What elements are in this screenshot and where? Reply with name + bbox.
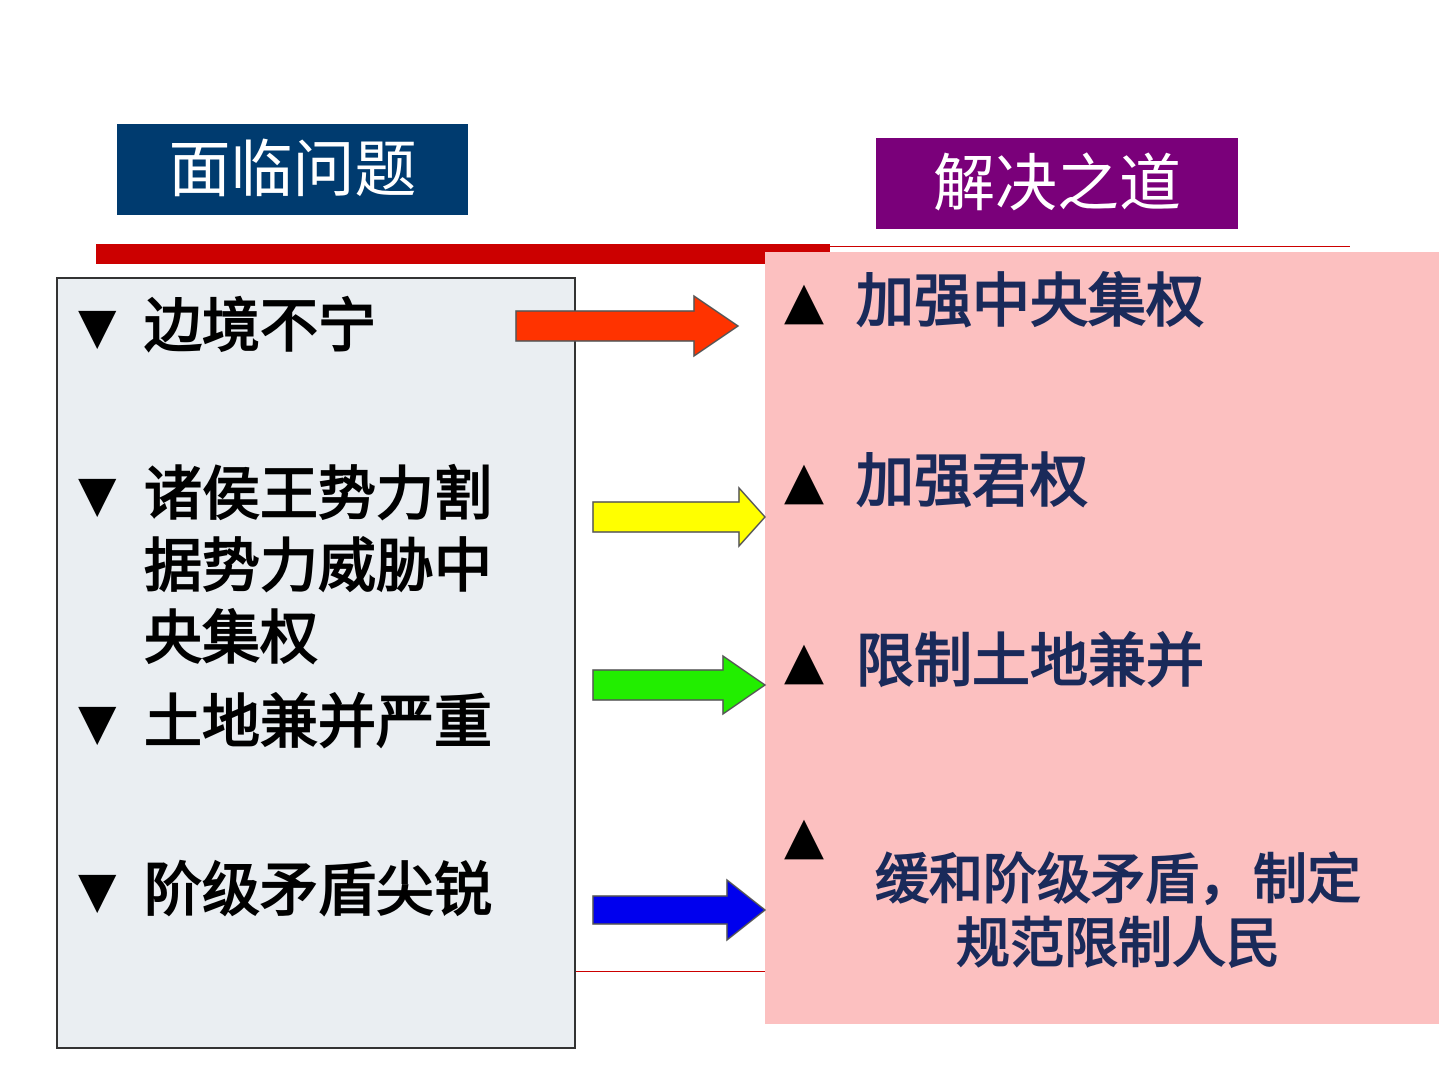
thin-bottom-line: [576, 971, 766, 972]
problems-header: 面临问题: [117, 124, 468, 215]
down-triangle-icon: ▼: [78, 297, 117, 355]
solution-item-4-marker: ▲: [784, 806, 824, 866]
solution-text-2: 加强君权: [856, 447, 1089, 515]
problem-item-4: ▼ 阶级矛盾尖锐: [78, 854, 558, 926]
solution-item-1: ▲ 加强中央集权: [784, 266, 1424, 336]
down-triangle-icon: ▼: [78, 465, 117, 523]
down-triangle-icon: ▼: [78, 693, 117, 751]
up-triangle-icon: ▲: [784, 271, 824, 331]
yellow-arrow-icon: [592, 486, 767, 548]
problem-text-3: 土地兼并严重: [144, 688, 493, 756]
solution-item-2: ▲ 加强君权: [784, 446, 1424, 516]
problem-text-4: 阶级矛盾尖锐: [144, 856, 493, 924]
solutions-panel: [765, 252, 1439, 1024]
up-triangle-icon: ▲: [784, 806, 824, 866]
green-arrow-icon: [592, 654, 767, 716]
red-arrow-icon: [515, 294, 740, 358]
solution-item-3: ▲ 限制土地兼并: [784, 626, 1424, 696]
problem-item-2: ▼ 诸侯王势力割据势力威胁中央集权: [78, 458, 518, 674]
red-arrow-shape: [515, 294, 740, 358]
red-divider-bar: [96, 244, 830, 264]
blue-arrow-icon: [592, 878, 767, 942]
problem-item-1: ▼ 边境不宁: [78, 290, 558, 362]
blue-arrow-shape: [592, 878, 767, 942]
problem-text-2: 诸侯王势力割据势力威胁中央集权: [144, 460, 493, 672]
solution-text-4: 缓和阶级矛盾，制定规范限制人民: [875, 848, 1361, 975]
up-triangle-icon: ▲: [784, 451, 824, 511]
thin-divider-line: [830, 246, 1350, 247]
solution-text-1: 加强中央集权: [856, 267, 1205, 335]
problem-item-3: ▼ 土地兼并严重: [78, 686, 558, 758]
problem-text-1: 边境不宁: [144, 292, 377, 360]
up-triangle-icon: ▲: [784, 631, 824, 691]
solutions-header: 解决之道: [876, 138, 1238, 229]
green-arrow-shape: [592, 654, 767, 716]
down-triangle-icon: ▼: [78, 861, 117, 919]
yellow-arrow-shape: [592, 486, 767, 548]
solution-text-3: 限制土地兼并: [856, 627, 1205, 695]
problems-panel: [56, 277, 576, 1049]
